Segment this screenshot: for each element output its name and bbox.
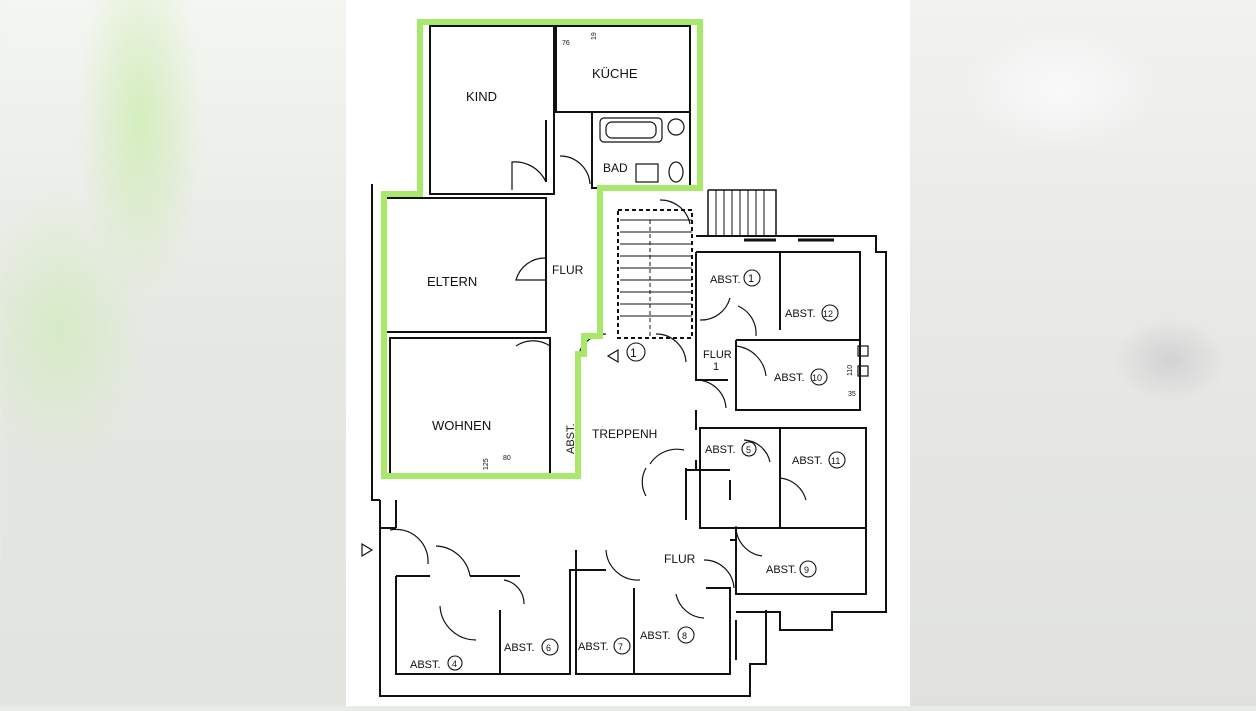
room-label-abst-6: ABST. (504, 642, 535, 654)
room-label-abst-hall: ABST. (565, 423, 577, 454)
room-label-abst-11: ABST. (792, 455, 823, 467)
room-label-kind: KIND (466, 89, 497, 104)
floor-plan: KIND KÜCHE BAD ELTERN FLUR WOHNEN ABST. … (361, 19, 887, 697)
room-label-treppenhaus: TREPPENH (592, 427, 657, 441)
room-label-abst-8: ABST. (640, 630, 671, 642)
blurred-background-left (0, 0, 346, 706)
dimension-125: 125 (483, 458, 490, 470)
blurred-background-right (910, 0, 1256, 706)
walls (371, 25, 887, 697)
room-label-bad: BAD (603, 161, 628, 175)
room-number-5: 5 (746, 445, 751, 455)
stair-arrow-icon (606, 348, 619, 364)
dimension-76: 76 (562, 40, 570, 47)
room-number-7: 7 (618, 642, 623, 652)
room-number-11: 11 (831, 456, 840, 466)
room-label-abst-12: ABST. (785, 308, 816, 320)
bathroom-fixtures (599, 117, 869, 377)
dimension-19: 19 (591, 32, 598, 40)
entrance-arrow-icon (361, 542, 374, 558)
room-label-kueche: KÜCHE (592, 66, 638, 81)
room-label-flur-1: FLUR (703, 349, 732, 361)
room-label-flur-lower: FLUR (664, 552, 696, 566)
room-number-1: 1 (748, 273, 754, 285)
room-label-abst-4: ABST. (410, 659, 441, 671)
room-label-abst-10: ABST. (774, 372, 805, 384)
dimension-110: 110 (847, 365, 854, 376)
room-label-wohnen: WOHNEN (432, 418, 491, 433)
doors (389, 155, 807, 641)
floor-plan-sheet: KIND KÜCHE BAD ELTERN FLUR WOHNEN ABST. … (346, 0, 910, 706)
room-label-abst-1: ABST. (710, 274, 741, 286)
apartment-highlight (381, 19, 703, 479)
room-label-flur: FLUR (552, 263, 584, 277)
room-number-9: 9 (804, 565, 809, 575)
room-label-abst-9: ABST. (766, 564, 797, 576)
room-number-10: 10 (812, 373, 822, 383)
room-label-eltern: ELTERN (427, 274, 477, 289)
room-number-6: 6 (546, 643, 551, 653)
dimension-35: 35 (848, 391, 856, 398)
room-number-12: 12 (823, 309, 833, 319)
room-label-abst-7: ABST. (578, 641, 609, 653)
room-label-flur-1-num: 1 (713, 361, 719, 373)
room-number-8: 8 (682, 631, 687, 641)
stair-number: 1 (630, 346, 637, 360)
room-label-abst-5: ABST. (705, 444, 736, 456)
dimension-80: 80 (503, 455, 511, 462)
room-number-4: 4 (452, 659, 457, 669)
number-circles (447, 269, 846, 671)
